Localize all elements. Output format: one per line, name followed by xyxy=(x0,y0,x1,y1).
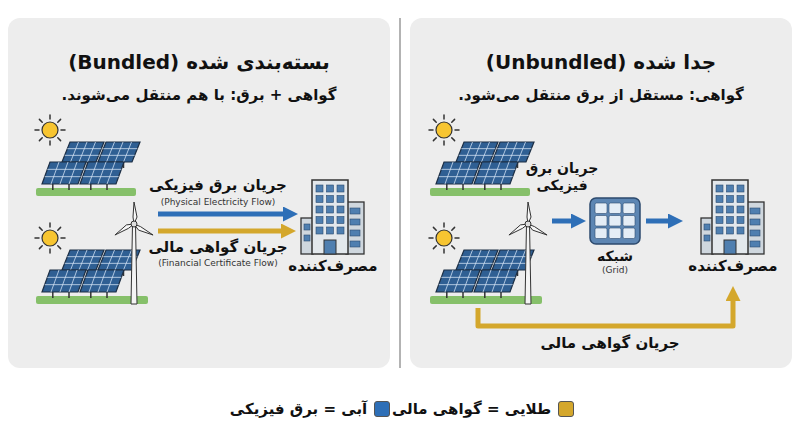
consumer-node: مصرف‌کننده xyxy=(685,178,781,275)
panel-ground xyxy=(8,18,390,368)
wind-turbine xyxy=(115,202,153,304)
solar-panel xyxy=(474,270,518,298)
building-icon xyxy=(300,178,366,256)
flow-label: جریان برق فیزیکی xyxy=(520,160,604,194)
node-heading: جدا شده (Unbundled) xyxy=(486,50,716,74)
solar-farm xyxy=(35,115,140,196)
flow-arrow xyxy=(552,219,577,224)
solar-panel xyxy=(436,270,480,298)
grass-ground xyxy=(430,188,530,196)
legend-text: طلایی = گواهی مالی xyxy=(392,400,551,418)
legend-item: طلایی = گواهی مالی xyxy=(392,400,574,418)
building-icon xyxy=(700,178,766,256)
legend-swatch xyxy=(558,401,574,417)
node-heading: مصرف‌کننده xyxy=(688,257,777,275)
flow-arrow xyxy=(158,229,287,234)
node-subtext: گواهی: مستقل از برق منتقل می‌شود. xyxy=(458,86,744,104)
solar-panel xyxy=(42,162,86,190)
solar-panel xyxy=(80,162,124,190)
sun-icon xyxy=(429,115,459,145)
flow-arrow xyxy=(478,295,733,326)
consumer-node: مصرف‌کننده xyxy=(285,178,381,275)
solar-panel xyxy=(474,162,518,190)
wind-turbine xyxy=(509,202,547,304)
grass-ground xyxy=(36,188,136,196)
flow-arrow xyxy=(158,212,289,217)
flow-label: (Financial Certificate Flow) xyxy=(158,258,277,269)
legend-item: آبی = برق فیزیکی xyxy=(230,400,390,418)
legend-swatch xyxy=(374,401,390,417)
grid-node: شبکه(Grid) xyxy=(586,197,644,276)
flow-label: جریان گواهی مالی xyxy=(148,238,287,256)
node-subtext: گواهی + برق: با هم منتقل می‌شوند. xyxy=(62,86,337,104)
flow-label: جریان برق فیزیکی xyxy=(149,176,287,194)
solar-panel xyxy=(42,270,86,298)
flow-label: (Physical Electricity Flow) xyxy=(161,197,276,208)
flow-label: جریان گواهی مالی xyxy=(540,334,679,352)
node-heading: بسته‌بندی شده (Bundled) xyxy=(68,50,330,74)
node-heading: مصرف‌کننده xyxy=(288,257,377,275)
solar-farm xyxy=(35,202,153,304)
node-heading: شبکه xyxy=(597,248,633,265)
solar-panel xyxy=(436,162,480,190)
legend-text: آبی = برق فیزیکی xyxy=(230,400,367,418)
divider-line xyxy=(399,18,401,368)
grid-icon xyxy=(589,197,641,245)
sun-icon xyxy=(429,223,459,253)
solar-farm xyxy=(429,115,534,196)
panel-ground xyxy=(410,18,792,368)
sun-icon xyxy=(35,115,65,145)
node-subtext: (Grid) xyxy=(602,265,628,276)
illustration xyxy=(35,115,733,326)
solar-panel xyxy=(80,270,124,298)
flow-connector xyxy=(646,219,674,224)
panel-region: شبکه(Grid) مصرف‌کننده جدا شده (Unbundled) گ… xyxy=(410,18,792,368)
sun-icon xyxy=(35,223,65,253)
solar-farm xyxy=(429,202,547,304)
